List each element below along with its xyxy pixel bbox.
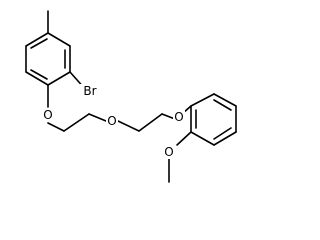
bond-right-ring-4: [213, 131, 237, 146]
bond-right-ring-2-inner: [213, 99, 232, 111]
bond-left-ring-6-inner: [30, 38, 48, 49]
bond-o1-c1: [47, 122, 65, 132]
bond-left-ring-1: [47, 32, 71, 47]
bond-c2-o2: [88, 113, 107, 122]
bond-c4-o3: [161, 113, 176, 120]
bond-o2-c3: [117, 120, 140, 132]
oxygen-label-right: O: [174, 110, 183, 124]
bond-left-ring-4: [25, 71, 49, 86]
oxygen-label-central: O: [107, 114, 116, 128]
bond-right-ring-4-inner: [213, 127, 232, 140]
left-benzene-ring: [25, 32, 71, 86]
bond-right-ring-1: [190, 93, 215, 107]
bond-c3-c4: [138, 113, 163, 132]
bond-left-ring-6: [25, 32, 49, 47]
bond-ring-o4: [176, 131, 192, 146]
oxygen-label-left: O: [43, 108, 52, 122]
bond-left-ring-3: [47, 71, 71, 86]
bond-left-ring-4-inner: [30, 69, 48, 80]
oxygen-label-methoxy: O: [164, 145, 173, 159]
bromine-label: Br: [83, 84, 96, 98]
bond-right-ring-5: [190, 131, 215, 146]
molecule-structure: Br O O O O: [25, 10, 237, 183]
bond-c1-c2: [63, 113, 90, 132]
right-benzene-ring: [190, 93, 237, 146]
bond-right-ring-2: [213, 93, 237, 107]
